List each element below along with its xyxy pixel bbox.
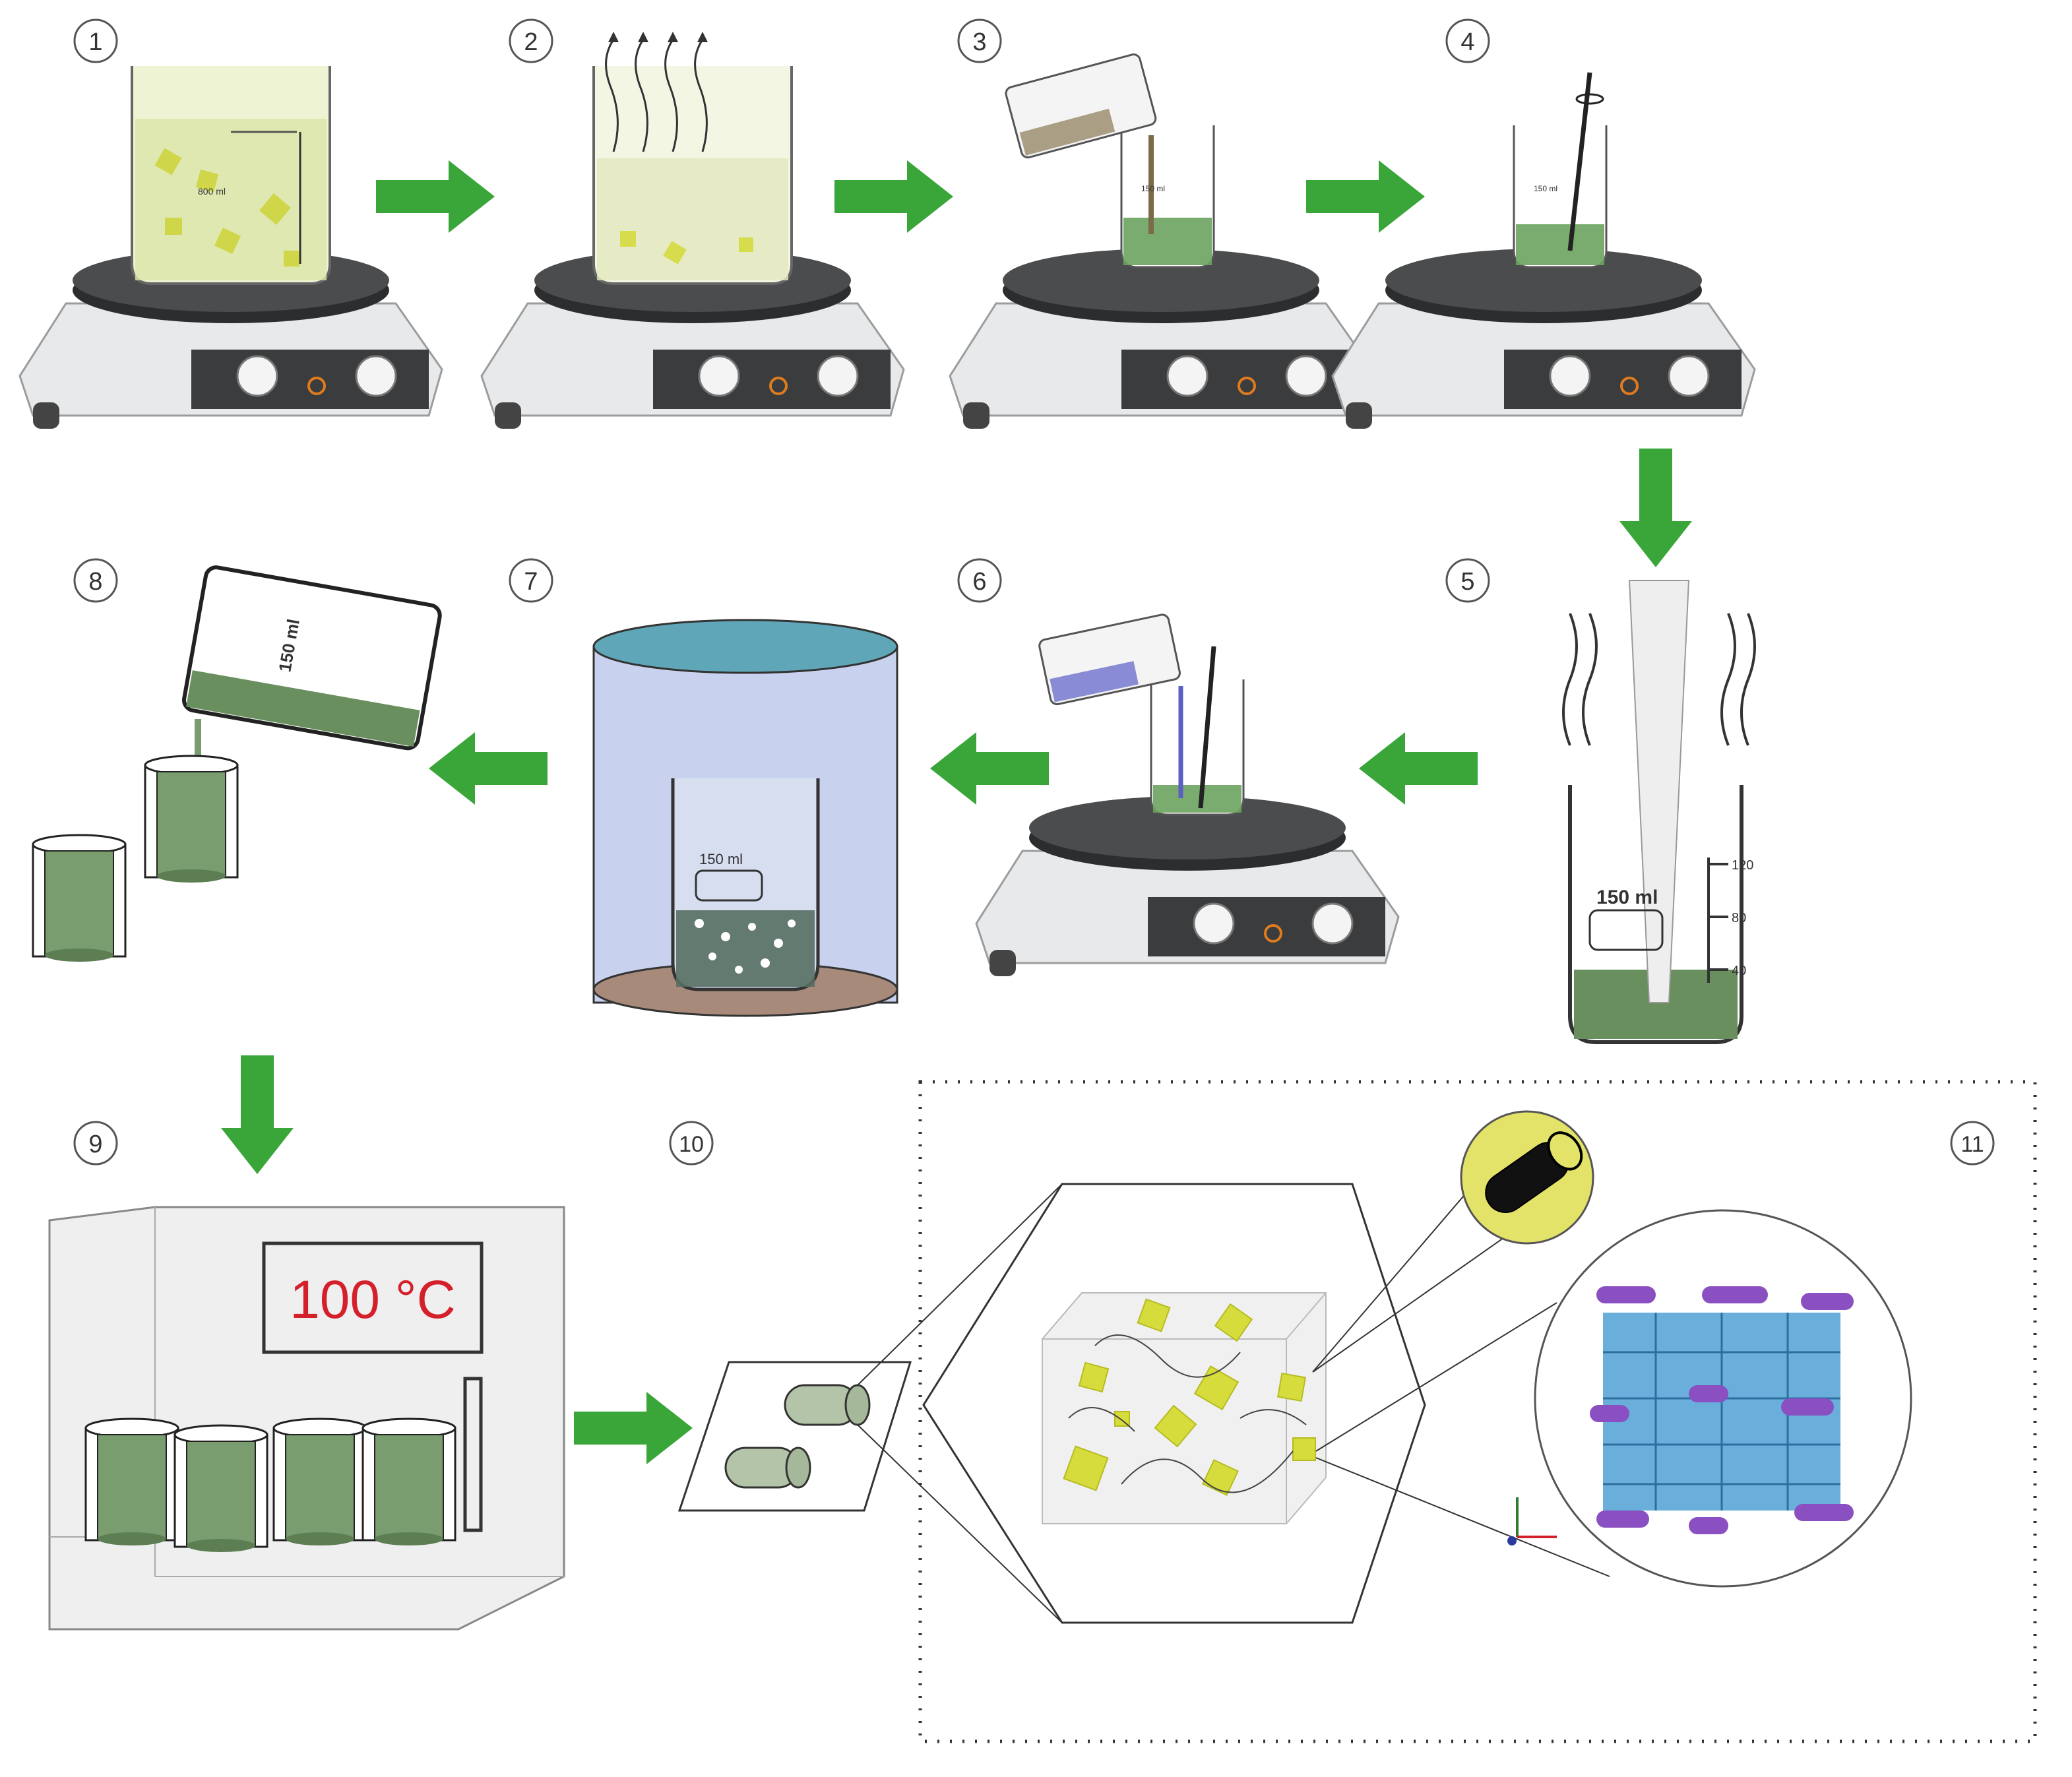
step-7: 150 ml <box>592 619 898 1017</box>
arrow-6-7 <box>930 732 1049 805</box>
nanotube-fibers <box>1068 1334 1307 1493</box>
svg-text:120: 120 <box>1732 858 1753 873</box>
step-number-3: 3 <box>957 18 1002 63</box>
temperature-display <box>262 1241 484 1354</box>
svg-text:2: 2 <box>524 28 538 56</box>
step-number-5: 5 <box>1445 558 1490 603</box>
beaker-volume: 800 ml <box>198 186 226 197</box>
step-4: 150 ml <box>1331 72 1756 430</box>
svg-text:6: 6 <box>972 568 986 596</box>
step-number-1: 1 <box>73 18 118 63</box>
ultrasonic-waves <box>1562 613 1756 746</box>
arrow-2-3 <box>834 160 953 233</box>
step-9: 100 °C <box>48 1206 565 1631</box>
mof-lattice <box>1507 1286 1854 1545</box>
step-number-2: 2 <box>509 18 553 63</box>
step-3: 150 ml <box>949 53 1373 430</box>
sonicator-probe <box>1628 580 1690 1003</box>
svg-text:80: 80 <box>1732 911 1746 925</box>
svg-text:5: 5 <box>1460 568 1474 596</box>
pouring-beaker-blue <box>1038 613 1181 706</box>
step-number-6: 6 <box>957 558 1002 603</box>
svg-text:1: 1 <box>88 28 102 56</box>
crystals <box>154 148 299 266</box>
pouring-beaker <box>1005 53 1157 159</box>
detail-frame <box>918 1080 2037 1743</box>
arrow-8-9 <box>221 1055 294 1174</box>
svg-text:9: 9 <box>88 1131 102 1158</box>
vapor-arrows <box>605 39 708 152</box>
step-5: 150 ml 120 80 40 <box>1562 580 1756 1044</box>
svg-text:10: 10 <box>679 1132 704 1157</box>
step-6 <box>975 613 1400 978</box>
arrow-3-4 <box>1306 160 1425 233</box>
svg-text:8: 8 <box>88 568 102 596</box>
arrow-7-8 <box>429 732 548 805</box>
svg-text:150 ml: 150 ml <box>1534 184 1557 193</box>
step-number-11: 11 <box>1950 1121 1995 1166</box>
step-number-10: 10 <box>669 1121 714 1166</box>
mof-crystals <box>1063 1298 1316 1496</box>
bubbles <box>695 919 796 974</box>
svg-text:40: 40 <box>1732 964 1746 978</box>
step-number-4: 4 <box>1445 18 1490 63</box>
step-number-8: 8 <box>73 558 118 603</box>
step-1: 800 ml <box>18 66 443 430</box>
svg-text:3: 3 <box>972 28 986 56</box>
svg-text:150 ml: 150 ml <box>1141 184 1165 193</box>
step-number-9: 9 <box>73 1121 118 1166</box>
arrow-9-10 <box>574 1392 693 1464</box>
step-11 <box>922 1110 1912 1624</box>
step-10 <box>677 1183 1063 1623</box>
svg-text:11: 11 <box>1961 1132 1984 1157</box>
step-number-7: 7 <box>509 558 553 603</box>
oven-temperature: 100 °C <box>290 1270 456 1330</box>
pouring-beaker-green <box>182 565 442 751</box>
svg-text:150 ml: 150 ml <box>1596 887 1658 908</box>
svg-text:150 ml: 150 ml <box>699 851 743 867</box>
arrow-4-5 <box>1619 449 1692 567</box>
step-8: 150 ml <box>32 565 442 963</box>
step-2 <box>480 32 905 430</box>
stirring-rod <box>1567 72 1592 251</box>
svg-text:4: 4 <box>1460 28 1474 56</box>
svg-text:7: 7 <box>524 568 538 596</box>
arrow-5-6 <box>1359 732 1478 805</box>
arrow-1-2 <box>376 160 495 233</box>
